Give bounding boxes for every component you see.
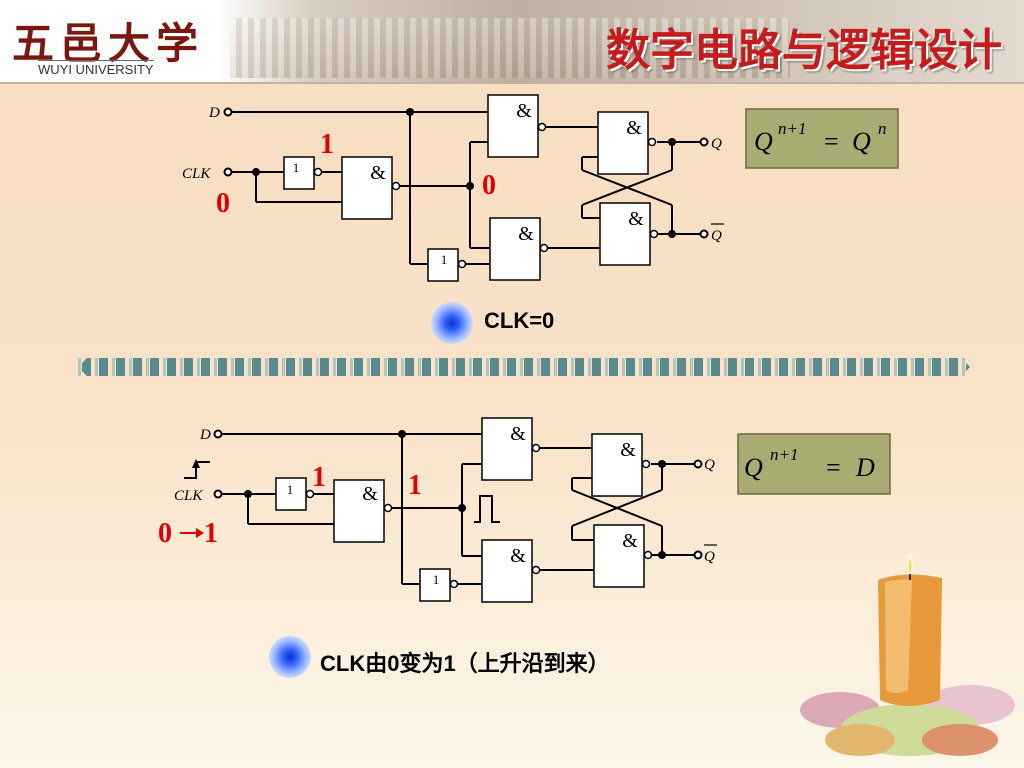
- input-clk-label: CLK: [182, 166, 211, 182]
- output-qbar-label: Q: [704, 549, 715, 565]
- formula-eq: =: [824, 127, 839, 156]
- input-clk-label: CLK: [174, 488, 203, 504]
- and-gate-qbar: [593, 524, 645, 588]
- formula-box-bottom: [737, 433, 891, 495]
- star-bullet-icon: [432, 303, 472, 343]
- formula-sup: n+1: [770, 445, 798, 464]
- and-symbol: &: [516, 100, 532, 122]
- and-symbol: &: [370, 162, 386, 184]
- and-gate-1: [333, 479, 385, 543]
- and-symbol: &: [620, 439, 636, 461]
- state-not-output: 1: [320, 129, 334, 160]
- and-symbol: &: [628, 208, 644, 230]
- formula-rhs: Q: [852, 127, 871, 156]
- slide-title: 数字电路与逻辑设计: [606, 25, 1002, 76]
- input-d-label: D: [208, 105, 220, 121]
- not-gate-clk: [283, 156, 315, 190]
- and-symbol: &: [626, 117, 642, 139]
- state-not-output: 1: [312, 462, 326, 493]
- formula-eq: =: [826, 453, 841, 482]
- not-symbol: 1: [287, 482, 294, 497]
- and-symbol: &: [622, 530, 638, 552]
- and-gate-q: [597, 111, 649, 175]
- and-gate-3: [489, 217, 541, 281]
- and-gate-2: [481, 417, 533, 481]
- state-and1-output: 0: [482, 170, 496, 201]
- and-symbol: &: [362, 483, 378, 505]
- formula-rhs: D: [855, 453, 875, 482]
- star-bullet-icon: [270, 637, 310, 677]
- university-logo-text: 五邑大学: [12, 19, 205, 68]
- formula-rhs-sup: n: [878, 119, 887, 138]
- formula-sup: n+1: [778, 119, 806, 138]
- state-clk-to: 1: [204, 518, 218, 549]
- state-and1-output: 1: [408, 470, 422, 501]
- state-clk: 0: [216, 188, 230, 219]
- and-gate-1: [341, 156, 393, 220]
- state-clk-from: 0: [158, 518, 172, 549]
- output-q-label: Q: [711, 136, 722, 152]
- output-qbar-label: Q: [711, 228, 722, 244]
- university-logo-english: WUYI UNIVERSITY: [38, 60, 154, 77]
- input-d-label: D: [199, 427, 211, 443]
- not-symbol: 1: [433, 572, 440, 587]
- formula-box-top: [745, 108, 899, 169]
- not-symbol: 1: [441, 252, 448, 267]
- output-q-label: Q: [704, 457, 715, 473]
- not-gate-clk: [275, 477, 307, 511]
- and-symbol: &: [510, 545, 526, 567]
- caption-bottom: CLK由0变为1（上升沿到来）: [320, 651, 610, 676]
- candle-decoration: [800, 552, 1015, 756]
- and-gate-2: [487, 94, 539, 158]
- formula-q: Q: [754, 127, 773, 156]
- slide-header: 五邑大学 WUYI UNIVERSITY 数字电路与逻辑设计: [0, 0, 1024, 84]
- not-gate-d: [427, 248, 459, 282]
- not-symbol: 1: [293, 160, 300, 175]
- and-symbol: &: [518, 223, 534, 245]
- caption-top: CLK=0: [484, 308, 555, 333]
- and-gate-q: [591, 433, 643, 497]
- formula-q: Q: [744, 453, 763, 482]
- and-gate-qbar: [599, 202, 651, 266]
- decorative-divider-highlight: [78, 358, 970, 376]
- header-campus-photo: [230, 18, 790, 78]
- and-symbol: &: [510, 423, 526, 445]
